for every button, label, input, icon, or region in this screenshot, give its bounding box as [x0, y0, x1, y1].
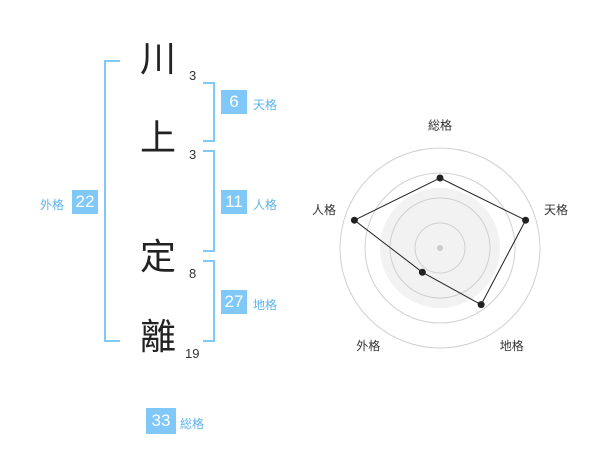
chikaku-value: 27 — [221, 290, 247, 314]
radar-axis-label-1: 総格 — [428, 118, 452, 133]
radar-point-1 — [436, 174, 444, 182]
soukaku-value: 33 — [146, 408, 176, 434]
radar-ring-4 — [339, 147, 541, 349]
jinkaku-label: 人格 — [253, 198, 278, 212]
chikaku-label: 地格 — [253, 298, 278, 312]
soukaku-label: 総格 — [180, 417, 205, 431]
jinkaku-bracket — [203, 150, 215, 252]
radar-points — [350, 174, 530, 309]
radar-axis-label-5: 人格 — [312, 202, 336, 217]
name-char-4: 離 — [140, 317, 177, 358]
stroke-count-2: 3 — [189, 147, 197, 162]
radar-axis-label-4: 外格 — [356, 338, 380, 353]
radar-point-4 — [418, 268, 426, 276]
stroke-count-4: 19 — [185, 346, 200, 361]
gaikaku-bracket — [104, 60, 120, 342]
tenkaku-bracket — [203, 82, 215, 142]
radar-ring-1 — [414, 222, 466, 274]
radar-point-5 — [350, 216, 358, 224]
radar-center-dot — [437, 245, 443, 251]
radar-area — [353, 177, 527, 306]
radar-axis-label-2: 天格 — [544, 202, 568, 217]
gaikaku-value: 22 — [72, 190, 98, 214]
gaikaku-label: 外格 — [40, 198, 65, 212]
stroke-count-3: 8 — [189, 266, 197, 281]
name-char-2: 上 — [140, 118, 177, 159]
tenkaku-value: 6 — [221, 90, 247, 114]
name-char-1: 川 — [140, 39, 177, 80]
radar-axis-label-3: 地格 — [500, 338, 524, 353]
name-char-3: 定 — [140, 237, 177, 278]
radar-point-2 — [522, 216, 530, 224]
radar-point-3 — [477, 301, 485, 309]
tenkaku-label: 天格 — [253, 98, 278, 112]
jinkaku-value: 11 — [221, 190, 247, 214]
chikaku-bracket — [203, 260, 215, 342]
radar-ring-3 — [364, 172, 516, 324]
stroke-count-1: 3 — [189, 68, 197, 83]
